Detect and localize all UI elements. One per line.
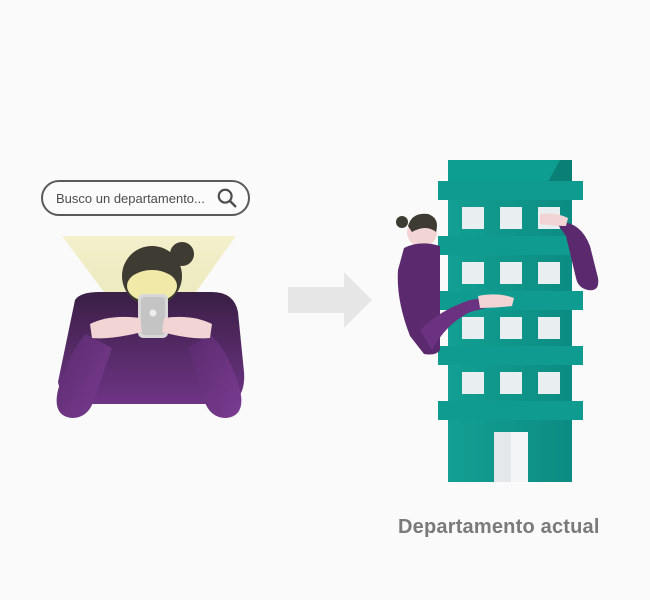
building bbox=[438, 160, 583, 482]
person-hugging-building bbox=[396, 213, 599, 355]
caption: Departamento actual bbox=[398, 516, 600, 538]
search-bar[interactable]: Busco un departamento... bbox=[41, 180, 250, 216]
arrow-right-icon bbox=[288, 272, 372, 328]
search-icon[interactable] bbox=[216, 187, 238, 209]
search-input[interactable]: Busco un departamento... bbox=[56, 190, 205, 206]
person-with-phone bbox=[56, 242, 245, 418]
